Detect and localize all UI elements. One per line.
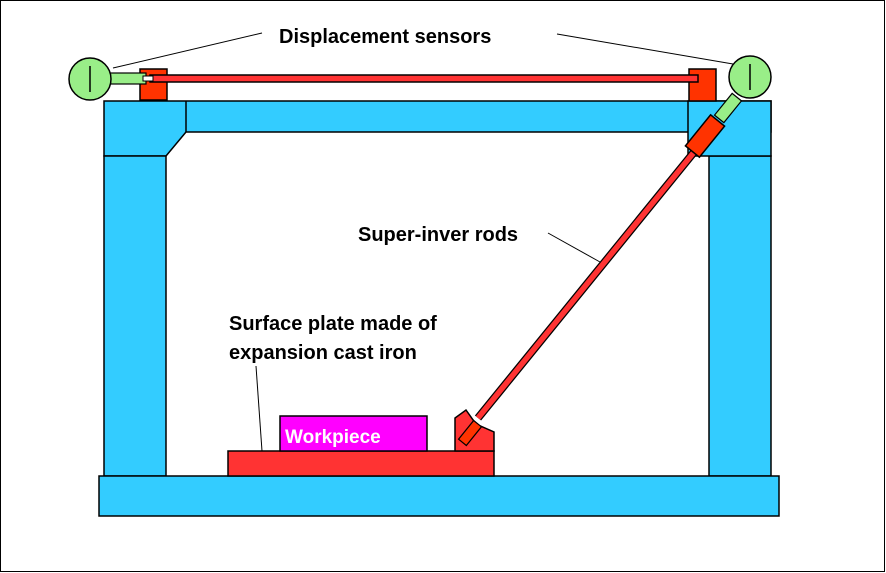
super-inver-rods-label: Super-inver rods <box>358 224 518 246</box>
sensor-left <box>68 57 154 101</box>
surface-plate-label-line1: Surface plate made of <box>229 313 437 335</box>
frame-base <box>98 475 780 517</box>
surface-plate-label-line2: expansion cast iron <box>229 342 417 364</box>
displacement-sensors-label: Displacement sensors <box>279 26 491 48</box>
sensor-right <box>713 55 772 124</box>
horizontal-rod-bar <box>149 74 699 83</box>
frame-left-column <box>103 155 167 477</box>
rod-bracket-right <box>688 68 717 102</box>
workpiece-label: Workpiece <box>285 427 381 448</box>
surface-plate <box>227 450 495 477</box>
leader-lines <box>112 32 734 452</box>
frame-right-column <box>708 155 772 477</box>
diagonal-rod <box>457 113 726 447</box>
frame <box>98 100 780 517</box>
horizontal-rod <box>139 68 717 102</box>
workpiece <box>279 415 428 452</box>
